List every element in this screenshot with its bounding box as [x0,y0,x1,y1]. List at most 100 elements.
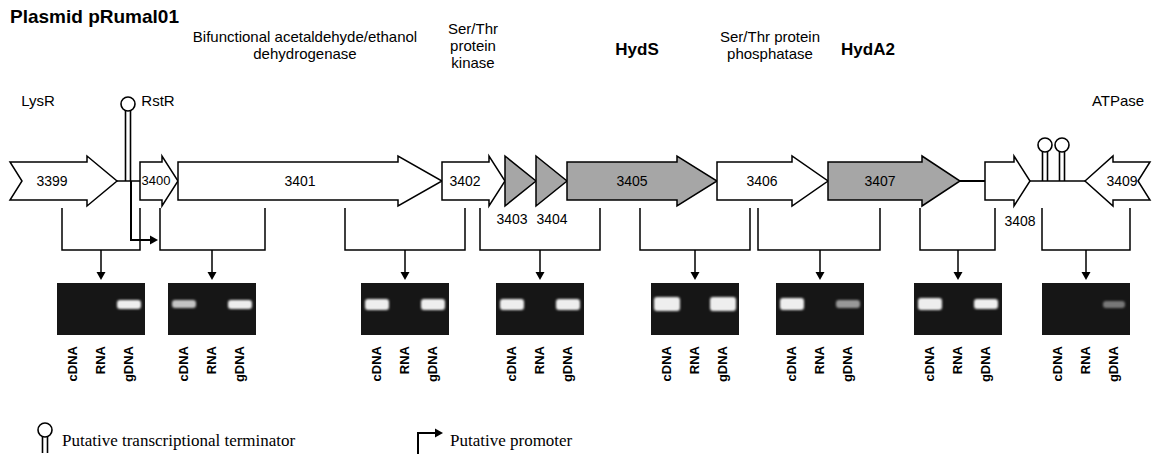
gene-arrow-outline [567,156,717,206]
bracket [920,208,995,273]
terminator-symbol [1043,152,1048,182]
bracket [480,208,600,273]
lane-label: gDNA [978,346,994,416]
gene-number: 3402 [449,172,480,190]
lane-label: RNA [687,346,703,416]
gene-number: 3399 [36,172,67,190]
gene-arrow-outline [140,156,178,206]
gene-arrow-outline [1085,156,1150,206]
bracket-arrowhead [816,272,825,280]
gel-band [172,300,196,308]
gene-arrow-outline [536,156,567,206]
gel-band [500,299,524,310]
gene-arrow: HydA23407 [828,156,960,206]
gene-number: 3409 [1106,172,1137,190]
lane-label: gDNA [232,346,248,416]
gene-number: 3408 [1004,212,1035,230]
gene-arrow: 3403 [505,156,536,206]
gene-name: Ser/Thr protein phosphatase [708,28,833,62]
gene-arrow: LysR3399 [10,156,117,206]
lane-label: cDNA [176,346,192,416]
gene-arrow: 3404 [536,156,567,206]
lane-label: cDNA [369,346,385,416]
gel-image [651,283,739,335]
bracket [1042,208,1130,273]
lane-label: gDNA [425,346,441,416]
gene-number: 3407 [864,172,895,190]
gel-band [918,298,942,310]
lane-label: RNA [93,346,109,416]
gene-name: Bifunctional acetaldehyde/ethanol dehydr… [185,28,425,62]
gene-name: ATPase [1092,92,1144,109]
gene-arrow-outline [178,156,442,206]
bracket-arrowhead [208,272,217,280]
gel-band [365,299,389,310]
gene-arrow: ATPase3409 [1085,156,1150,206]
gel-band [974,299,998,309]
lane-label: RNA [532,346,548,416]
lane-label: gDNA [121,346,137,416]
gene-arrow-outline [442,156,505,206]
gene-arrow-outline [985,156,1030,206]
gel-band [117,300,141,309]
gene-arrow: Bifunctional acetaldehyde/ethanol dehydr… [178,156,442,206]
lane-label: RNA [204,346,220,416]
bracket-arrowhead [954,272,963,280]
gene-arrow: Ser/Thr protein phosphatase3406 [717,156,828,206]
gel-band [654,297,680,311]
gel-band [421,299,445,310]
gene-arrow-outline [828,156,960,206]
bracket-arrowhead [536,272,545,280]
gene-arrow: 3408 [985,156,1030,206]
gel-band [710,297,736,311]
lane-label: cDNA [1050,346,1066,416]
bracket [160,208,265,273]
gel-band [556,299,580,310]
gel-image [914,283,1002,335]
lane-label: gDNA [560,346,576,416]
gel-image [57,283,145,335]
gel-band [228,300,252,309]
promoter-arrowhead [150,236,158,245]
gene-arrow-outline [505,156,536,206]
gel-band [1103,301,1125,308]
gene-number: 3400 [142,172,171,190]
gel-band [780,298,804,310]
backbone-line [1030,180,1085,182]
gel-band [836,300,860,308]
terminator-symbol [1038,138,1052,152]
terminator-symbol [1055,138,1069,152]
legend-promoter-icon [435,429,443,438]
terminator-symbol [1060,152,1065,182]
gene-number: 3405 [616,172,647,190]
gene-arrow: RstR3400 [140,156,178,206]
gene-number: 3403 [496,210,527,228]
lane-label: cDNA [922,346,938,416]
backbone-line [117,180,140,182]
gene-name: HydS [615,40,658,60]
lane-label: RNA [812,346,828,416]
legend-promoter-icon [418,433,436,454]
lane-label: gDNA [1106,346,1122,416]
gene-arrow-shape [985,156,1030,206]
gene-number: 3406 [746,172,777,190]
gel-image [776,283,864,335]
gene-arrow: HydS3405 [567,156,717,206]
bracket-arrowhead [691,272,700,280]
legend-text: Putative transcriptional terminator [62,431,295,451]
lane-label: RNA [950,346,966,416]
gene-arrow-outline [10,156,117,206]
lane-label: RNA [397,346,413,416]
gene-arrow: Ser/Thr protein kinase3402 [442,156,505,206]
bracket-arrowhead [97,272,106,280]
lane-label: gDNA [840,346,856,416]
bracket [640,208,750,273]
legend-text: Putative promoter [450,431,572,451]
bracket [62,208,140,273]
lane-label: cDNA [504,346,520,416]
gene-name: Ser/Thr protein kinase [438,20,508,71]
gene-arrow-shape [536,156,567,206]
lane-label: cDNA [65,346,81,416]
